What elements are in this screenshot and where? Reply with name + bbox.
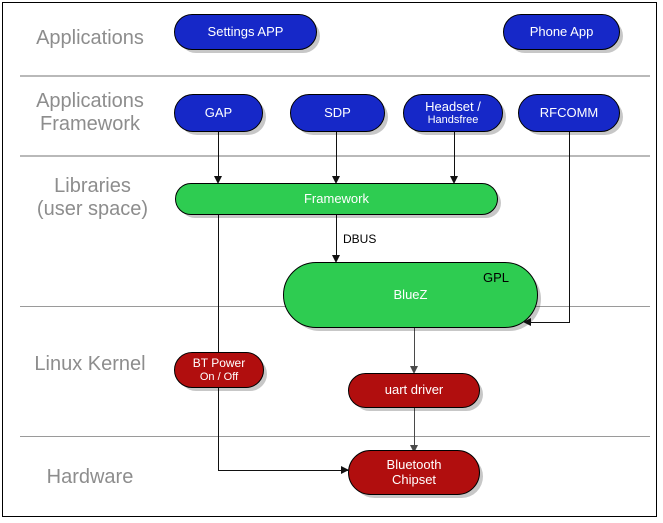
edge-framework-to-chipset-arrow <box>341 466 349 474</box>
layer-label-linux-kernel: Linux Kernel <box>34 353 146 375</box>
edge-framework-to-bluez-arrow <box>332 255 340 263</box>
edge-bluez-to-uart-line <box>414 328 415 370</box>
edge-framework-to-chipset-hline <box>218 470 348 471</box>
node-headset-handsfree-label: Headset / <box>425 98 481 114</box>
node-bt-power-label: BT Power <box>192 356 246 371</box>
edge-bluez-to-uart-arrow <box>410 366 418 374</box>
edge-gap-to-framework-line <box>218 131 219 179</box>
node-phone-app-label: Phone App <box>529 23 594 39</box>
node-bluez[interactable]: BlueZ <box>283 262 538 328</box>
separator-applications-framework <box>20 155 650 157</box>
node-bt-power-sublabel: On / Off <box>199 370 239 383</box>
node-bluetooth-chipset-sublabel: Chipset <box>391 471 437 487</box>
node-rfcomm-label: RFCOMM <box>539 104 599 120</box>
edge-gap-to-framework-arrow <box>214 176 222 184</box>
node-rfcomm[interactable]: RFCOMM <box>518 94 620 132</box>
separator-linux-kernel <box>20 436 650 437</box>
layer-label-hardware: Hardware <box>46 466 134 488</box>
node-uart-driver[interactable]: uart driver <box>348 373 480 408</box>
layer-label-libraries: Libraries (user space) <box>36 175 149 220</box>
edge-rfcomm-to-bluez-arrow <box>523 318 531 326</box>
badge-gpl: GPL <box>483 270 510 285</box>
layer-label-applications: Applications <box>36 27 144 49</box>
node-bluetooth-chipset-label: Bluetooth <box>386 456 442 472</box>
node-sdp-label: SDP <box>324 104 351 120</box>
diagram-border <box>2 2 657 517</box>
edge-framework-to-chipset-vline <box>218 215 219 471</box>
node-headset-handsfree[interactable]: Headset / Handsfree <box>403 94 503 132</box>
node-gap[interactable]: GAP <box>174 94 263 132</box>
edge-label-dbus: DBUS <box>343 232 377 246</box>
edge-uart-to-chipset-line <box>414 408 415 450</box>
node-bluetooth-chipset[interactable]: Bluetooth Chipset <box>348 450 480 495</box>
edge-headset-to-framework-arrow <box>450 176 458 184</box>
node-framework-label: Framework <box>303 190 369 206</box>
node-bt-power[interactable]: BT Power On / Off <box>174 352 264 388</box>
layer-label-applications-framework: Applications Framework <box>36 90 144 135</box>
node-framework[interactable]: Framework <box>175 183 498 215</box>
edge-sdp-to-framework-line <box>336 131 337 179</box>
node-gap-label: GAP <box>204 104 233 120</box>
node-uart-driver-label: uart driver <box>384 382 444 398</box>
edge-framework-to-bluez-line <box>336 215 337 258</box>
node-bluez-label: BlueZ <box>393 286 428 302</box>
edge-headset-to-framework-line <box>454 131 455 179</box>
node-settings-app-label: Settings APP <box>207 23 284 39</box>
node-headset-handsfree-sublabel: Handsfree <box>427 114 479 127</box>
node-settings-app[interactable]: Settings APP <box>174 14 317 50</box>
edge-uart-to-chipset-arrow <box>410 445 418 453</box>
edge-sdp-to-framework-arrow <box>332 176 340 184</box>
node-sdp[interactable]: SDP <box>290 94 385 132</box>
edge-rfcomm-to-bluez-hline <box>531 322 570 323</box>
separator-applications <box>20 75 650 77</box>
edge-rfcomm-to-bluez-vline <box>569 131 570 323</box>
node-phone-app[interactable]: Phone App <box>503 14 620 50</box>
